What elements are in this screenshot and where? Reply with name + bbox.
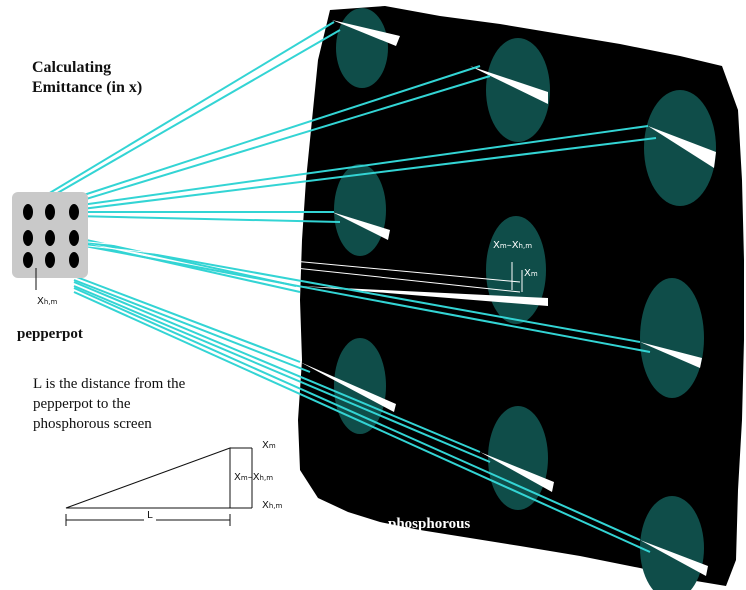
screen-spot (336, 8, 388, 88)
minus-symbol: – (506, 240, 512, 251)
xhm-label: Xh,m (37, 296, 57, 307)
distance-caption: L is the distance from the pepperpot to … (33, 374, 185, 434)
caption-line-1: L is the distance from the (33, 376, 186, 392)
minus-symbol: – (247, 472, 253, 483)
pepperpot-hole (45, 230, 55, 246)
beam-streak (332, 212, 390, 240)
beam-ray (73, 275, 301, 363)
screen-label-line-2: screen (388, 535, 429, 551)
screen-label-line-1: phosphorous (388, 516, 471, 532)
triangle-length-label: L (144, 510, 156, 521)
pepperpot-hole (69, 252, 79, 268)
beam-ray (73, 279, 311, 373)
screen-spot (640, 496, 704, 590)
beam-ray (27, 21, 335, 207)
x-symbol: X (262, 440, 269, 451)
beam-ray (73, 281, 481, 453)
sub-m: m (530, 270, 538, 278)
beam-streak (300, 362, 396, 412)
triangle-xm-label: Xm (262, 440, 276, 451)
beam-streak (640, 342, 702, 368)
x-symbol: X (511, 240, 519, 251)
pepperpot-hole (45, 252, 55, 268)
screen-spot (488, 406, 548, 510)
beam-ray (73, 243, 651, 353)
triangle-diff-label: Xm–Xh,m (234, 472, 273, 483)
geometry-triangle (65, 447, 231, 509)
beam-streak (480, 452, 554, 492)
pepperpot-holes (23, 204, 79, 268)
title-line-2: Emittance (in x) (32, 79, 143, 96)
caption-line-2: pepperpot to the (33, 396, 131, 412)
screen-label: phosphorous screen (388, 515, 470, 553)
pepperpot-label: pepperpot (17, 326, 83, 342)
beam-streak (648, 126, 716, 168)
beam-ray (73, 137, 657, 211)
xm-screen-label: Xm (524, 268, 538, 279)
beam-ray (73, 125, 649, 207)
caption-line-3: phosphorous screen (33, 416, 152, 432)
x-symbol: X (524, 268, 531, 279)
measure-line-upper (87, 241, 521, 283)
x-symbol: X (252, 472, 260, 483)
pepperpot-hole (45, 204, 55, 220)
diagram-title: Calculating Emittance (in x) (32, 58, 142, 98)
beam-ray (27, 29, 341, 211)
screen-spot (486, 38, 550, 142)
beam-ray (73, 215, 341, 223)
x-symbol: X (234, 472, 241, 483)
x-symbol: X (262, 500, 269, 511)
screen-spot (640, 278, 704, 398)
beam-ray (73, 285, 491, 463)
xm-minus-xhm-screen-label: Xm–Xh,m (493, 240, 532, 251)
pepperpot-hole (69, 230, 79, 246)
screen-spot (334, 164, 386, 256)
pepperpot-hole (23, 230, 33, 246)
sub-hm: h,m (268, 502, 283, 510)
beam-ray (49, 235, 301, 293)
beam-ray (73, 239, 641, 343)
triangle-xhm-label: Xh,m (262, 500, 282, 511)
screen-spot (334, 338, 386, 434)
pepperpot-hole (23, 204, 33, 220)
sub-m: m (499, 242, 507, 250)
beam-ray (49, 75, 491, 211)
title-line-1: Calculating (32, 59, 112, 76)
sub-m: m (268, 442, 276, 450)
pepperpot-hole (69, 204, 79, 220)
sub-hm: h,m (518, 242, 533, 250)
beam-streak (332, 20, 400, 46)
pepperpot-hole (23, 252, 33, 268)
screen-spot (644, 90, 716, 206)
beamlet-rays (27, 21, 657, 553)
beam-streak (640, 540, 708, 576)
sub-m: m (240, 474, 248, 482)
measure-line-lower (87, 245, 521, 293)
sub-hm: h,m (259, 474, 274, 482)
beam-ray (73, 291, 651, 553)
beam-ray (73, 287, 641, 541)
beam-ray (49, 65, 481, 207)
x-symbol: X (493, 240, 500, 251)
sub-hm: h,m (43, 298, 58, 306)
x-symbol: X (37, 296, 44, 307)
